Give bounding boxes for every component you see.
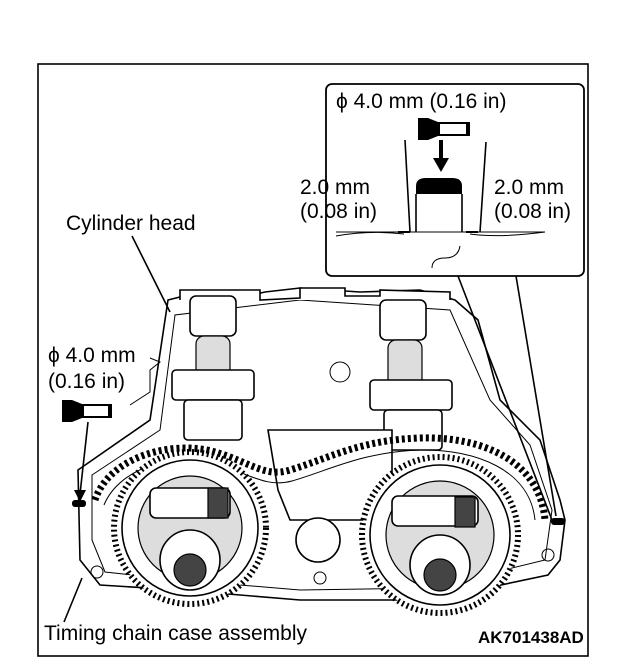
sealant-bead-icon: [72, 500, 86, 507]
cylinder-head-boss-right: [379, 299, 427, 341]
exhaust-sprocket: [359, 454, 521, 616]
timing-chain-case-leader: [63, 577, 83, 623]
cylinder-head-block: [179, 287, 451, 301]
sealant-bead-right: [551, 518, 565, 525]
left-gap-mm: 2.0 mm: [300, 176, 370, 199]
figure-frame: [37, 63, 589, 657]
case-bolt-hole-right: [541, 548, 555, 562]
timing-chain-case-label: Timing chain case assembly: [44, 622, 307, 645]
detail-diameter-label: ϕ 4.0 mm (0.16 in): [336, 90, 506, 113]
left-sealant-diameter-in: (0.16 in): [48, 370, 125, 393]
timing-chain: [91, 434, 549, 521]
figure-code: AK701438AD: [478, 628, 584, 647]
inset-leader-inner: [457, 275, 553, 521]
left-callout-bracket: [129, 357, 161, 406]
cylinder-head-label: Cylinder head: [66, 212, 196, 235]
case-bolt-hole-bottom: [313, 571, 327, 585]
left-sealant-tube-icon: [62, 400, 112, 422]
camshaft-sprocket-icon: [111, 449, 269, 607]
engine-drawing: [72, 287, 566, 616]
left-sealant-arrow: [79, 421, 89, 495]
right-gap-mm: 2.0 mm: [494, 176, 564, 199]
intake-camshaft: [171, 335, 255, 441]
head-bolt-hole: [329, 361, 351, 383]
cylinder-head-boss-left: [189, 295, 237, 337]
cylinder-head-leader: [131, 235, 171, 313]
case-bolt-hole-left: [90, 565, 104, 579]
left-sealant-diameter: ϕ 4.0 mm: [48, 344, 136, 367]
detail-bead: [416, 178, 462, 194]
left-sealant-arrow-head: [74, 490, 86, 502]
center-boss: [295, 517, 341, 563]
inset-leader-outer: [515, 275, 557, 517]
sealant-detail-inset: ϕ 4.0 mm (0.16 in) 2.0 mm (0.08 in) 2.0 …: [300, 83, 585, 277]
right-gap-in: (0.08 in): [494, 200, 571, 223]
left-gap-in: (0.08 in): [300, 200, 377, 223]
sealant-tube-icon: [418, 118, 470, 140]
detail-arrow-head: [433, 158, 449, 172]
